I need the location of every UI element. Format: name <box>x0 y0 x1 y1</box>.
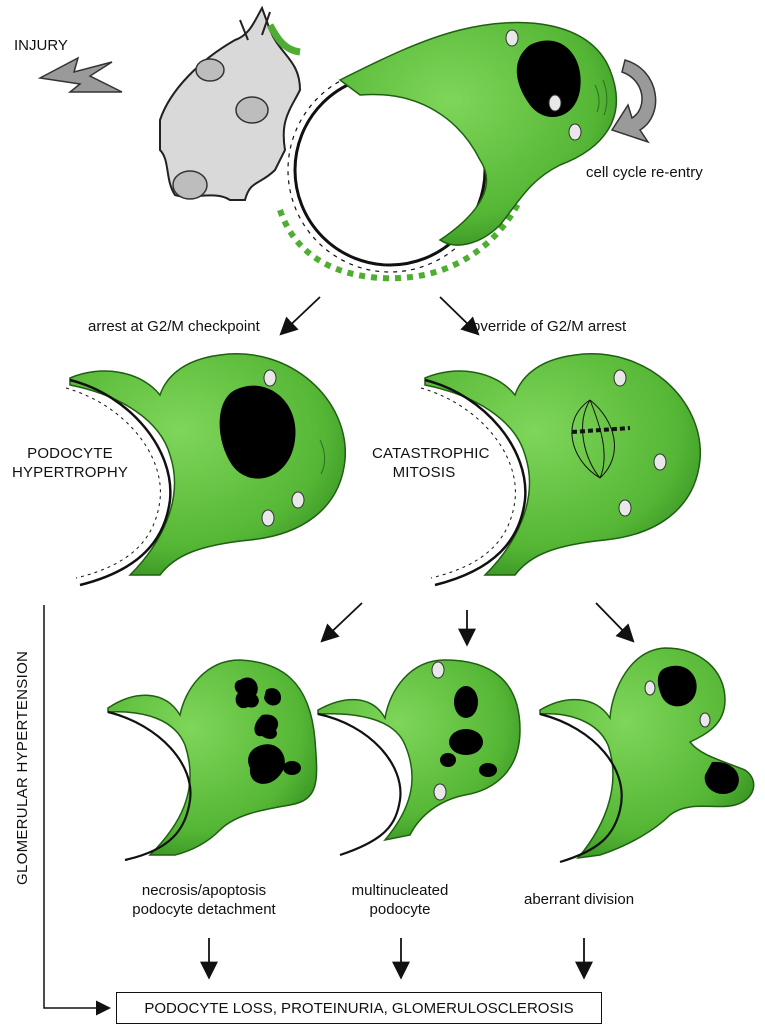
glomerular-hypertension-label: GLOMERULAR HYPERTENSION <box>14 650 31 885</box>
aberrant-label: aberrant division <box>524 891 635 908</box>
capillary-loop-top <box>277 67 523 282</box>
override-label: override of G2/M arrest <box>472 318 627 335</box>
hypertrophy-line1: PODOCYTE <box>27 445 113 462</box>
multinucleated-line1: multinucleated <box>351 882 449 899</box>
hypertrophy-line2: HYPERTROPHY <box>11 464 129 481</box>
catastrophic-line1: CATASTROPHIC <box>372 445 490 462</box>
cell-cycle-reentry-label: cell cycle re-entry <box>586 164 703 181</box>
final-outcome-box: PODOCYTE LOSS, PROTEINURIA, GLOMERULOSCL… <box>116 992 602 1024</box>
necrosis-podocyte-cell <box>107 659 318 862</box>
arrow-to-aberrant <box>595 602 635 643</box>
catastrophic-label: CATASTROPHIC MITOSIS <box>372 444 490 482</box>
necrosis-line1: necrosis/apoptosis <box>141 882 267 899</box>
arrest-label: arrest at G2/M checkpoint <box>88 318 260 335</box>
aberrant-division-cell <box>539 647 755 864</box>
injury-label: INJURY <box>14 37 68 54</box>
multinucleated-line2: podocyte <box>369 901 431 918</box>
necrosis-line2: podocyte detachment <box>132 901 276 918</box>
catastrophic-line2: MITOSIS <box>392 464 456 481</box>
multinucleated-podocyte-cell <box>317 659 521 857</box>
multinucleated-label: multinucleated podocyte <box>345 881 455 919</box>
final-outcome-text: PODOCYTE LOSS, PROTEINURIA, GLOMERULOSCL… <box>144 999 574 1017</box>
arrow-to-necrosis <box>320 602 363 643</box>
catastrophic-mitosis-cell <box>420 353 701 587</box>
glomerular-hypertension-connector <box>43 605 111 1016</box>
arrow-to-catastrophic <box>439 296 480 336</box>
podocyte-top-green <box>338 21 617 246</box>
arrow-to-hypertrophy <box>279 296 321 336</box>
podocyte-hypertrophy-cell <box>65 353 346 587</box>
necrosis-label: necrosis/apoptosis podocyte detachment <box>124 881 284 919</box>
lightning-bolt-icon <box>37 56 123 93</box>
cell-cycle-arrow-icon <box>610 59 657 144</box>
hypertrophy-label: PODOCYTE HYPERTROPHY <box>6 444 134 482</box>
mitotic-spindle-icon <box>571 399 631 479</box>
